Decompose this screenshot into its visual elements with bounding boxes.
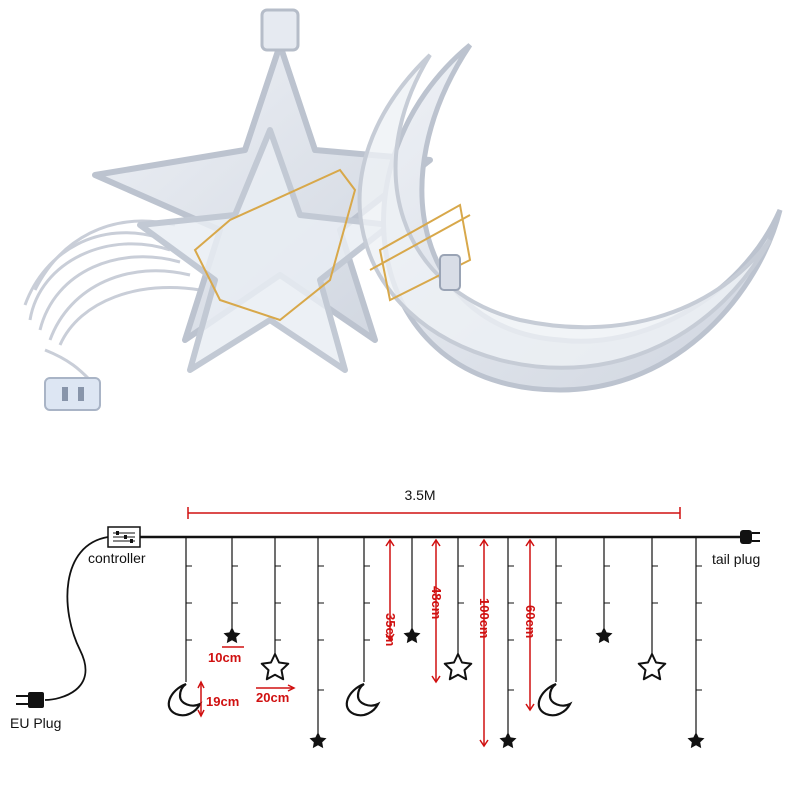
dim-100cm: 100cm [477,598,492,638]
solid-star-icon [595,627,613,644]
solid-star-icon [687,732,705,749]
outline-star-icon [637,653,667,681]
controller-label: controller [88,550,146,566]
solid-star-icons [223,627,705,749]
red-dimension-labels: 10cm 20cm 19cm 35cm 48cm 100cm 60cm [206,586,538,709]
outline-star-icon [260,653,290,681]
solid-star-icon [309,732,327,749]
dim-20cm: 20cm [256,690,289,705]
plug-photo [439,254,461,291]
moon-icon [537,682,573,717]
gold-wire-accents [193,168,472,322]
eu-plug-cable [44,536,109,701]
eu-plug-label: EU Plug [10,715,61,731]
hanging-drops [185,537,697,733]
drop-tick-marks [186,565,702,691]
coiled-wire-bundle [23,219,201,382]
solid-star-icon [403,627,421,644]
dim-60cm: 60cm [523,605,538,638]
dim-19cm: 19cm [206,694,239,709]
controller-box-photo [44,377,101,411]
moon-icon [345,682,381,717]
tail-plug-icon [740,530,760,544]
tail-plug-label: tail plug [712,551,760,567]
outline-star-icon [443,653,473,681]
total-length-label: 3.5M [404,487,435,503]
eu-plug-icon [16,692,44,708]
solid-star-icon [499,732,517,749]
outline-star-icons [260,653,667,681]
red-dimension-lines [197,538,535,748]
dim-48cm: 48cm [429,586,444,619]
total-length-dimension: 3.5M [187,487,681,519]
product-photo [23,8,783,411]
solid-star-icon [223,627,241,644]
dim-10cm: 10cm [208,650,241,665]
moon-icon [167,682,203,717]
moon-icons [167,682,573,717]
controller-icon [107,526,141,548]
dim-35cm: 35cm [383,613,398,646]
